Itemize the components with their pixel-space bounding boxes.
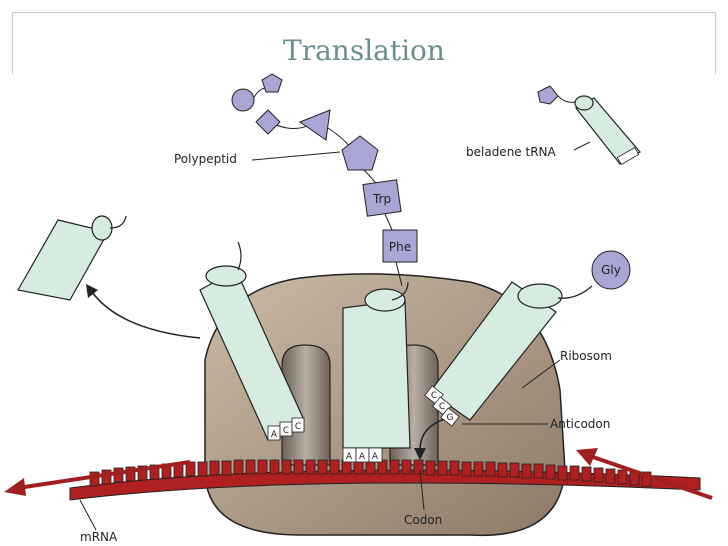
title-frame bbox=[12, 12, 716, 74]
polypeptid-leader bbox=[251, 151, 341, 161]
trna-right bbox=[429, 281, 593, 421]
trna-departing bbox=[17, 215, 127, 301]
trna-leader bbox=[573, 141, 591, 151]
amino-acid-trp: Trp bbox=[372, 192, 391, 206]
label-beladene-trna: beladene tRNA bbox=[466, 145, 557, 159]
codon-leader bbox=[419, 469, 425, 511]
anticodon-left: A C C bbox=[267, 417, 305, 441]
mrna-bases bbox=[89, 459, 652, 487]
amino-acid-gly: Gly bbox=[601, 263, 621, 277]
anticodon-base: G bbox=[447, 413, 454, 423]
exit-arrowhead bbox=[86, 284, 98, 298]
label-mrna: mRNA bbox=[80, 530, 118, 544]
amino-acid-phe: Phe bbox=[389, 240, 411, 254]
page-title: Translation bbox=[283, 34, 445, 67]
anticodon-base: A bbox=[271, 430, 278, 440]
label-ribosom: Ribosom bbox=[560, 349, 612, 363]
anticodon-base: A bbox=[372, 452, 379, 462]
trna-middle bbox=[342, 281, 411, 449]
anticodon-base: C bbox=[431, 391, 437, 401]
label-codon: Codon bbox=[404, 513, 442, 527]
amino-acid-gly-circle bbox=[591, 250, 631, 290]
charged-trna bbox=[537, 85, 641, 166]
anticodon-middle: A A A bbox=[342, 447, 383, 463]
anticodon-base: A bbox=[359, 452, 366, 462]
mrna-arrow-left bbox=[4, 460, 191, 496]
anticodon-base: C bbox=[283, 426, 289, 436]
mrna-arrow-right bbox=[576, 448, 713, 500]
anticodon-base: A bbox=[346, 452, 353, 462]
anticodon-right: C C G bbox=[424, 385, 460, 427]
mrna-leader bbox=[79, 499, 97, 531]
anticodon-base: C bbox=[439, 402, 445, 412]
label-polypeptid: Polypeptid bbox=[174, 152, 237, 166]
incoming-arrowhead bbox=[414, 448, 426, 460]
ribosom-leader bbox=[521, 359, 561, 389]
trna-left bbox=[199, 241, 305, 441]
anticodon-base: C bbox=[295, 422, 301, 432]
ribosome-channel bbox=[281, 344, 331, 466]
exit-arrow bbox=[91, 291, 201, 339]
label-anticodon: Anticodon bbox=[550, 417, 610, 431]
polypeptide-chain bbox=[231, 73, 418, 287]
